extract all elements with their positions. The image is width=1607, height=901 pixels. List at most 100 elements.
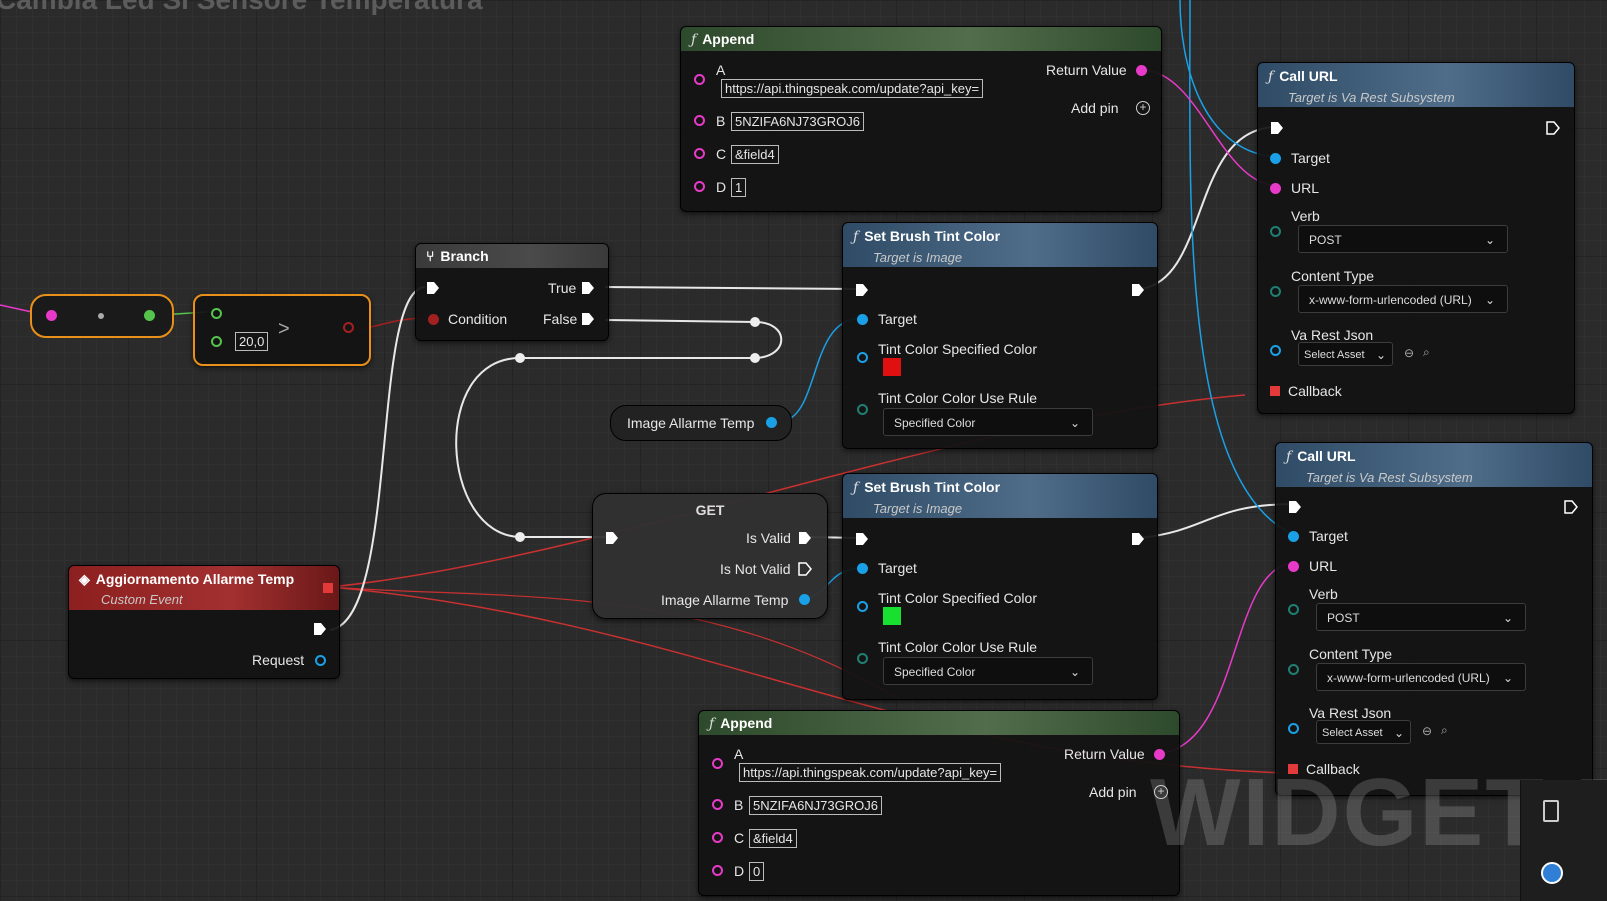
pin-c[interactable] [712, 832, 723, 843]
va-rest-json-dropdown[interactable]: Select Asset⌄ [1316, 720, 1411, 744]
get-var-pin[interactable] [799, 594, 810, 605]
exec-in[interactable] [855, 283, 869, 297]
pin-b-label: B [716, 113, 726, 129]
content-type-pin[interactable] [1270, 286, 1281, 297]
get-valid-exec[interactable] [798, 531, 812, 545]
content-type-dropdown[interactable]: x-www-form-urlencoded (URL)⌄ [1298, 285, 1508, 313]
target-pin[interactable] [857, 563, 868, 574]
url-label: URL [1309, 558, 1338, 574]
va-rest-json-pin[interactable] [1288, 723, 1299, 734]
event-exec-out[interactable] [313, 622, 327, 636]
pin-a[interactable] [712, 758, 723, 769]
content-type-label: Content Type [1291, 268, 1375, 284]
get-exec-in[interactable] [605, 531, 619, 545]
conversion-in-pin[interactable] [46, 310, 57, 321]
append-b-input[interactable]: 5NZIFA6NJ73GROJ6 [749, 796, 882, 815]
pin-d[interactable] [712, 865, 723, 876]
branch-node[interactable]: ⑂Branch True Condition False [415, 243, 609, 341]
exec-out[interactable] [1131, 283, 1145, 297]
verb-dropdown[interactable]: POST⌄ [1298, 225, 1508, 253]
verb-label: Verb [1291, 208, 1320, 224]
event-delegate-pin[interactable] [323, 583, 333, 593]
compare-node[interactable]: 20,0 > [193, 294, 371, 366]
exec-out[interactable] [1131, 532, 1145, 546]
side-toolbar [1520, 780, 1607, 901]
exec-pin-icon[interactable] [426, 281, 440, 295]
get-not-valid-exec[interactable] [798, 562, 812, 576]
va-rest-json-dropdown[interactable]: Select Asset⌄ [1298, 342, 1393, 366]
url-pin[interactable] [1270, 183, 1281, 194]
conversion-out-pin[interactable] [144, 310, 155, 321]
verb-dropdown[interactable]: POST⌄ [1316, 603, 1526, 631]
use-rule-dropdown[interactable]: Specified Color⌄ [883, 657, 1093, 685]
branch-false-exec[interactable] [581, 312, 595, 326]
use-rule-label: Tint Color Color Use Rule [878, 390, 1037, 406]
image-variable-pin[interactable] [766, 417, 777, 428]
content-type-dropdown[interactable]: x-www-form-urlencoded (URL)⌄ [1316, 663, 1526, 691]
pin-d[interactable] [694, 181, 705, 192]
compare-b-pin[interactable] [211, 336, 222, 347]
use-rule-pin[interactable] [857, 404, 868, 415]
compare-out-pin[interactable] [343, 322, 354, 333]
return-value-pin[interactable] [1136, 65, 1147, 76]
conversion-node[interactable] [30, 294, 174, 338]
callback-pin[interactable] [1270, 386, 1280, 396]
compare-a-pin[interactable] [211, 308, 222, 319]
image-variable-node[interactable]: Image Allarme Temp [610, 405, 792, 441]
tint-color-swatch[interactable] [883, 607, 901, 625]
exec-in[interactable] [1288, 500, 1302, 514]
add-pin-icon[interactable]: + [1136, 101, 1150, 115]
target-pin[interactable] [1270, 153, 1281, 164]
append-a-input[interactable]: https://api.thingspeak.com/update?api_ke… [721, 79, 984, 98]
target-pin[interactable] [857, 314, 868, 325]
verb-pin[interactable] [1270, 226, 1281, 237]
append-c-input[interactable]: &field4 [731, 145, 779, 164]
append-a-input[interactable]: https://api.thingspeak.com/update?api_ke… [739, 763, 1002, 782]
use-rule-pin[interactable] [857, 653, 868, 664]
url-pin[interactable] [1288, 561, 1299, 572]
search-icon[interactable]: ⌕ [1441, 723, 1448, 737]
append-c-input[interactable]: &field4 [749, 829, 797, 848]
get-node[interactable]: GET Is Valid Is Not Valid Image Allarme … [592, 493, 828, 619]
browse-icon[interactable]: ⊖ [1422, 724, 1433, 738]
tint-color-swatch[interactable] [883, 358, 901, 376]
verb-pin[interactable] [1288, 604, 1299, 615]
pin-b[interactable] [712, 799, 723, 810]
append-b-input[interactable]: 5NZIFA6NJ73GROJ6 [731, 112, 864, 131]
browse-icon[interactable]: ⊖ [1404, 346, 1415, 360]
pin-b[interactable] [694, 115, 705, 126]
append-d-input[interactable]: 0 [749, 862, 765, 881]
branch-condition-pin[interactable] [428, 314, 439, 325]
add-pin-icon[interactable]: + [1154, 785, 1168, 799]
wire-append-to-url-top [1144, 69, 1276, 187]
search-icon[interactable]: ⌕ [1423, 345, 1430, 359]
pin-c[interactable] [694, 148, 705, 159]
pin-a[interactable] [694, 74, 705, 85]
append-d-input[interactable]: 1 [731, 178, 747, 197]
use-rule-dropdown[interactable]: Specified Color⌄ [883, 408, 1093, 436]
va-rest-json-pin[interactable] [1270, 345, 1281, 356]
request-pin[interactable] [315, 655, 326, 666]
exec-in[interactable] [855, 532, 869, 546]
exec-out[interactable] [1564, 500, 1578, 514]
document-icon[interactable] [1543, 800, 1559, 822]
pin-a-label: A [716, 62, 726, 78]
tint-color-pin[interactable] [857, 352, 868, 363]
compare-value-input[interactable]: 20,0 [235, 332, 269, 351]
return-value-pin[interactable] [1154, 749, 1165, 760]
callback-pin[interactable] [1288, 764, 1298, 774]
tint-color-pin[interactable] [857, 601, 868, 612]
exec-out[interactable] [1546, 121, 1560, 135]
target-pin[interactable] [1288, 531, 1299, 542]
content-type-pin[interactable] [1288, 664, 1299, 675]
browser-icon[interactable] [1541, 862, 1563, 884]
branch-true-exec[interactable] [581, 281, 595, 295]
exec-in[interactable] [1270, 121, 1284, 135]
